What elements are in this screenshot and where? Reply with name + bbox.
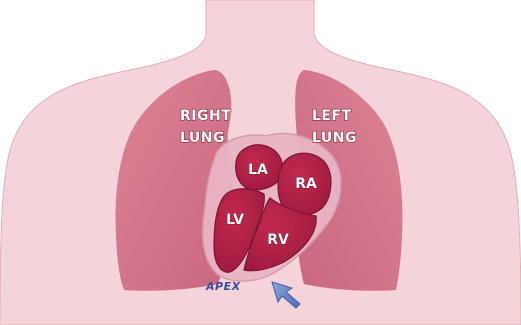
ra-label: RA: [295, 176, 317, 192]
right-lung-label-line2: LUNG: [180, 130, 225, 146]
apex-label: APEX: [205, 280, 241, 293]
la-label: LA: [248, 162, 268, 178]
rv-label: RV: [267, 232, 289, 248]
left-lung-label-line1: LEFT: [312, 108, 352, 124]
lv-label: LV: [226, 212, 244, 228]
left-lung-label-line2: LUNG: [312, 130, 357, 146]
right-lung-label-line1: RIGHT: [180, 108, 231, 124]
